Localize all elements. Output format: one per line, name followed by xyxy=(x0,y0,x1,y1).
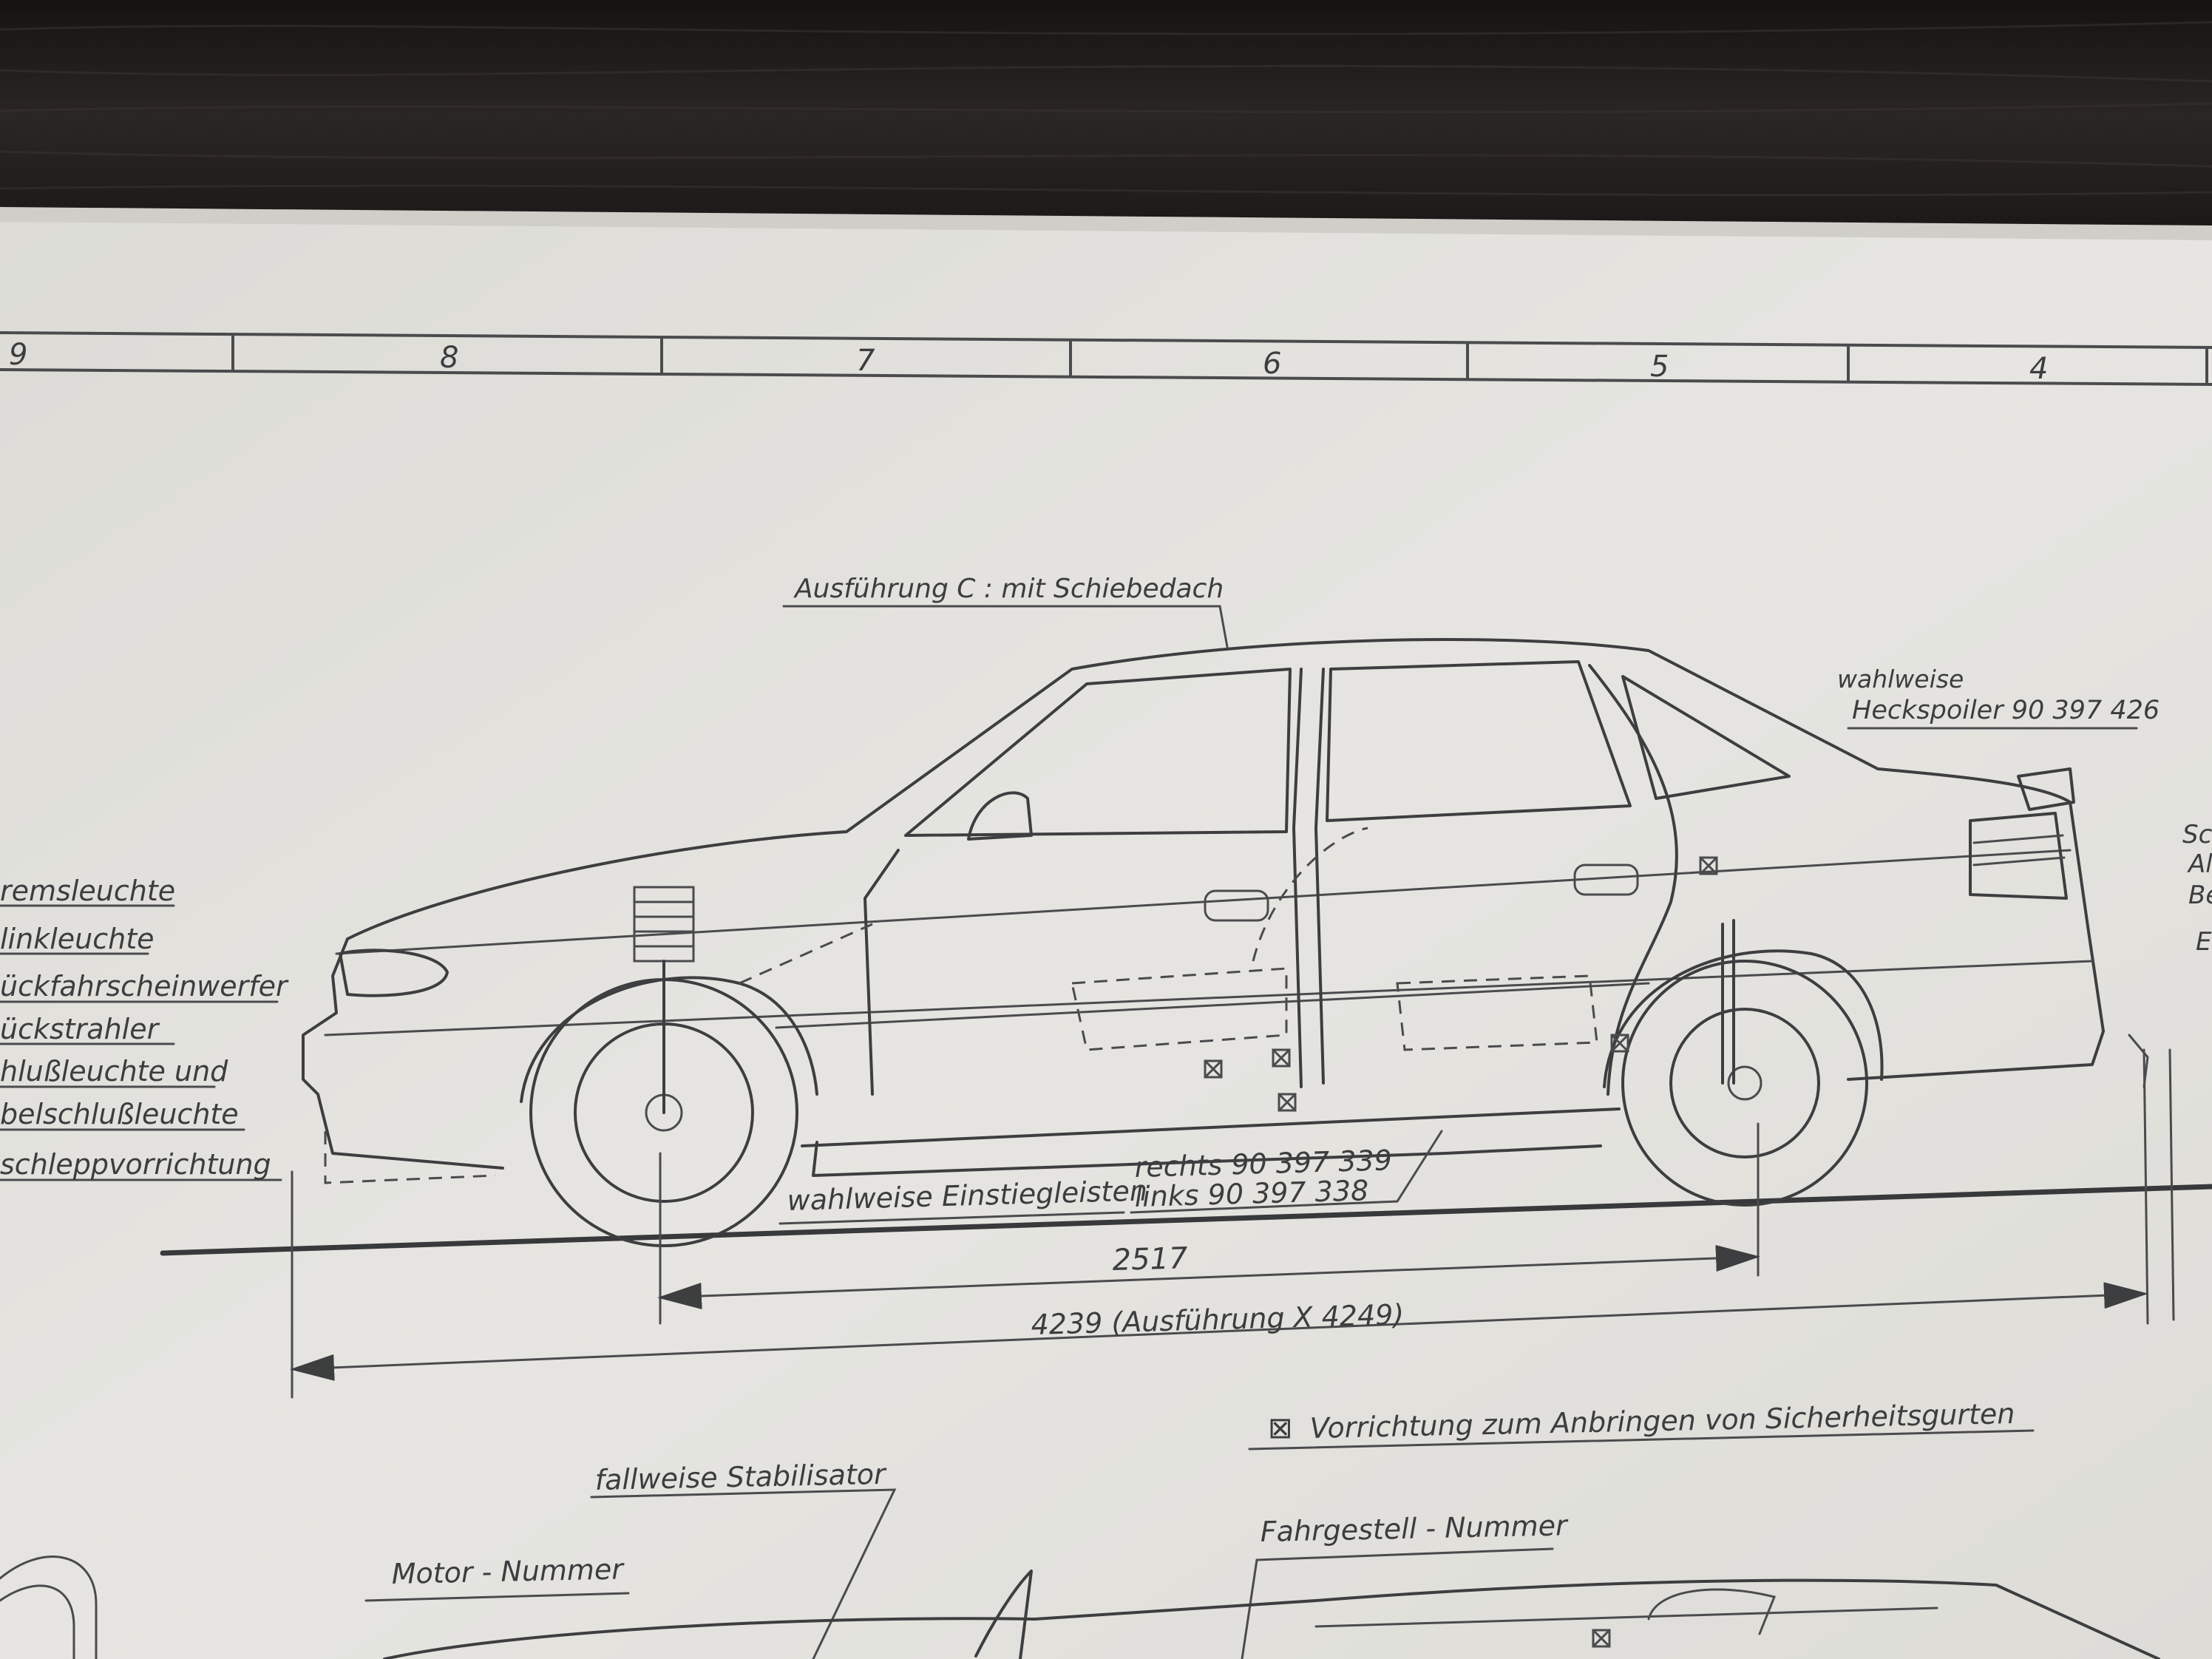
wood-table xyxy=(0,0,2212,237)
sheet-grid-band xyxy=(0,331,2212,386)
legend-fog-light: belschlußleuchte xyxy=(0,1098,239,1130)
grid-number-9: 9 xyxy=(9,338,27,372)
legend-reflector: ückstrahler xyxy=(0,1013,160,1045)
legend-brake-light: remsleuchte xyxy=(0,875,175,907)
engine-number-label: Motor - Nummer xyxy=(391,1553,625,1590)
dimension-lines xyxy=(290,1048,2175,1399)
grid-number-7: 7 xyxy=(856,344,875,378)
sill-trim-right-part: rechts 90 397 339 xyxy=(1134,1144,1392,1184)
sheet-grid-numbers: 9 8 7 6 5 4 xyxy=(9,338,2048,386)
front-strut xyxy=(633,886,695,1114)
spoiler-label-line1: wahlweise xyxy=(1837,665,1964,693)
belt-anchor-symbol: ⊠ xyxy=(1268,1411,1293,1445)
right-fragment-1: Sc xyxy=(2182,820,2212,849)
grid-number-8: 8 xyxy=(440,341,458,375)
right-fragment-4: E xyxy=(2196,927,2212,957)
right-edge-fragments: Sc Al Be E xyxy=(2182,820,2212,957)
wheelbase-dimension: 2517 xyxy=(1112,1241,1189,1278)
legend-towing: schleppvorrichtung xyxy=(0,1148,271,1181)
chassis-number-label: Fahrgestell - Nummer xyxy=(1260,1509,1569,1548)
car-top-view-partial xyxy=(0,1555,2160,1659)
belt-anchor-markers xyxy=(1204,856,1718,1112)
sill-trim-left-part: links 90 397 338 xyxy=(1134,1174,1369,1213)
wood-grain xyxy=(0,21,2212,197)
spoiler-label-line2: Heckspoiler 90 397 426 xyxy=(1852,696,2160,725)
grid-number-6: 6 xyxy=(1263,347,1281,381)
stabilizer-label: fallweise Stabilisator xyxy=(594,1458,887,1496)
car-side-view xyxy=(160,638,2212,1256)
left-legend: remsleuchte linkleuchte ückfahrscheinwer… xyxy=(0,875,289,1181)
sunroof-label: Ausführung C : mit Schiebedach xyxy=(793,574,1224,604)
leader-lines xyxy=(0,605,2138,1659)
grid-number-5: 5 xyxy=(1650,350,1669,384)
grid-number-4: 4 xyxy=(2029,352,2048,386)
legend-reversing-light: ückfahrscheinwerfer xyxy=(0,970,289,1002)
right-fragment-3: Be xyxy=(2188,881,2212,910)
paper-sheet xyxy=(0,222,2212,1659)
right-fragment-2: Al xyxy=(2187,849,2212,879)
legend-tail-light: hlußleuchte und xyxy=(0,1055,228,1088)
legend-indicator: linkleuchte xyxy=(0,923,154,955)
